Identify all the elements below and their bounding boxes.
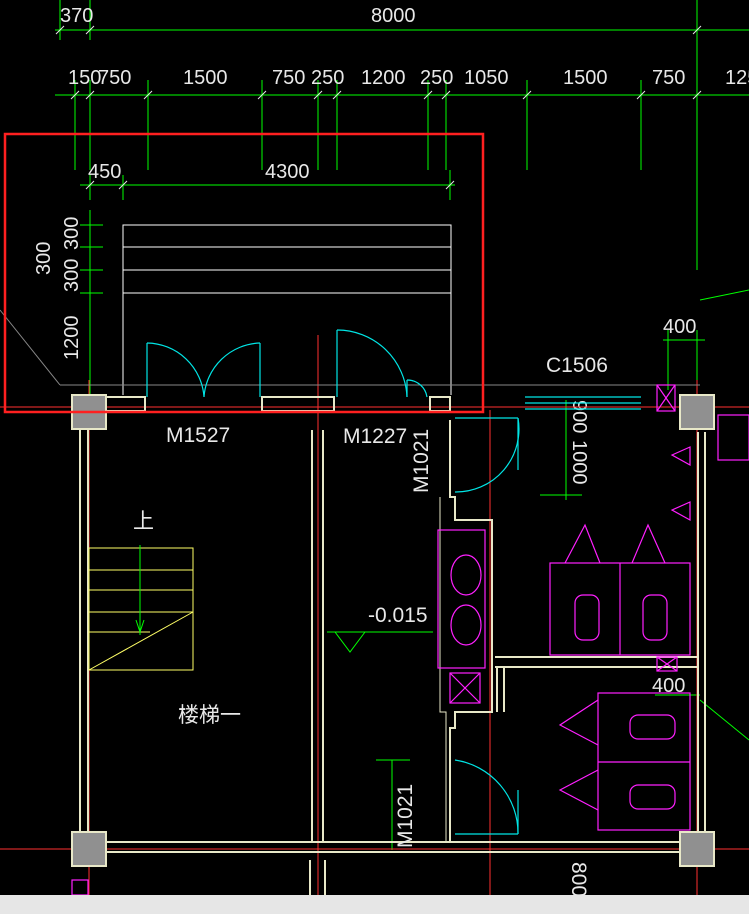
dim-370: 370 <box>60 5 93 27</box>
dim-1000-window: 1000 <box>568 440 590 485</box>
dimension-texts: 370 8000 150 750 1500 750 250 1200 250 1… <box>33 5 749 697</box>
stair-up-label: 上 <box>133 510 154 533</box>
horizontal-scrollbar[interactable] <box>0 895 749 914</box>
door-label-m1227: M1227 <box>343 425 407 448</box>
dim-400-top-right: 400 <box>663 316 696 338</box>
window-label: C1506 <box>546 354 608 377</box>
entrance-canopy <box>0 224 700 395</box>
dim-1050: 1050 <box>464 67 509 89</box>
level-label: -0.015 <box>368 604 428 627</box>
dim-8000: 8000 <box>371 5 416 27</box>
dim-750-a: 750 <box>98 67 131 89</box>
dim-1500-b: 1500 <box>563 67 608 89</box>
level-marker <box>327 631 433 653</box>
dim-300-c: 300 <box>61 259 83 292</box>
door-label-m1021: M1021 <box>410 429 433 493</box>
dim-250-b: 250 <box>420 67 453 89</box>
bottom-dim-label: 800 <box>567 862 590 897</box>
door-label-m1021-lower: M1021 <box>394 784 417 848</box>
stair-arrow <box>135 545 145 635</box>
dim-1200: 1200 <box>361 67 406 89</box>
dimension-ticks <box>55 25 702 190</box>
room-labels: C1506 M1527 M1227 M1021 M1021 -0.015 上 楼… <box>133 354 608 897</box>
door-swings <box>146 329 641 835</box>
walls <box>79 396 706 895</box>
dim-750-b: 750 <box>272 67 305 89</box>
dim-450: 450 <box>88 161 121 183</box>
sanitary-fixtures <box>71 384 749 896</box>
stair-name-label: 楼梯一 <box>178 704 241 727</box>
dim-250-a: 250 <box>311 67 344 89</box>
stair-flight <box>88 547 194 671</box>
dim-300-a: 300 <box>33 242 55 275</box>
door-label-m1527: M1527 <box>166 424 230 447</box>
dim-150: 150 <box>68 67 101 89</box>
dim-1200-vertical: 1200 <box>61 316 83 361</box>
dim-750-c: 750 <box>652 67 685 89</box>
dim-400-mid-right: 400 <box>652 675 685 697</box>
dim-125: 125 <box>725 67 749 89</box>
dim-300-b: 300 <box>61 217 83 250</box>
dim-1500-a: 1500 <box>183 67 228 89</box>
dim-4300: 4300 <box>265 161 310 183</box>
dim-900-window: 900 <box>568 400 590 433</box>
highlight-selection-box <box>3 132 485 414</box>
structural-columns <box>71 394 715 867</box>
